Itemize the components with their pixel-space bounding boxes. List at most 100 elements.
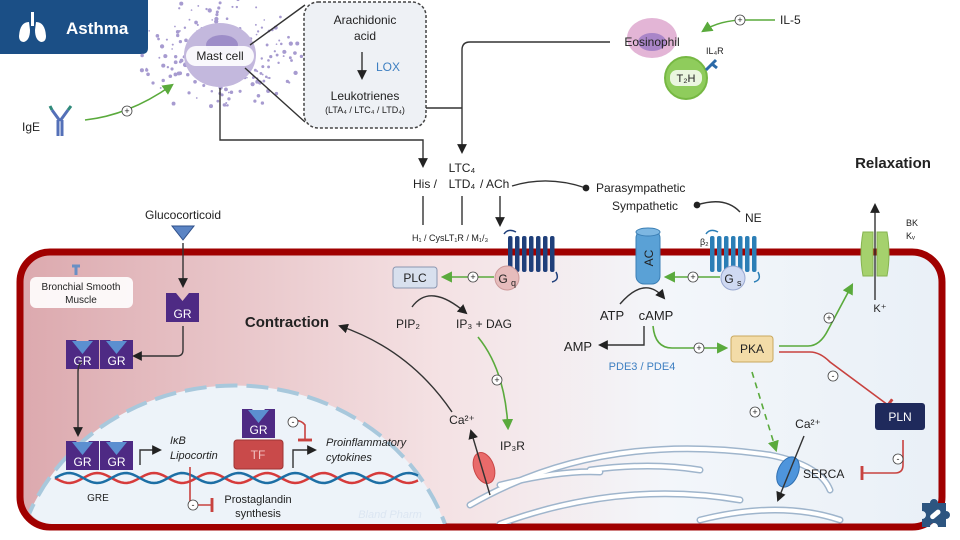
granule [269, 55, 273, 59]
granule [207, 8, 212, 13]
granule [165, 38, 168, 41]
granule [288, 81, 291, 84]
minus-sign [187, 499, 199, 511]
pka-serca-activation-arrow [751, 371, 779, 453]
proinflammatory-label: Proinflammatory [326, 437, 408, 449]
ltc4-label: LTC₄ [449, 161, 476, 175]
granule [187, 91, 191, 95]
calcium-label: Ca²⁺ [449, 413, 475, 427]
leukotriene-synthesis-box: Arachidonic acid LOX Leukotrienes (LTA₄ … [303, 1, 427, 129]
pde-label: PDE3 / PDE4 [609, 361, 676, 373]
granule [176, 33, 180, 38]
granule [157, 37, 160, 41]
granule [151, 81, 155, 85]
leukotrienes-detail: (LTA₄ / LTC₄ / LTD₄) [325, 105, 405, 115]
granule [193, 79, 197, 84]
gr-glucocorticoid-complex: GR [66, 340, 99, 369]
contraction-heading: Contraction [245, 314, 329, 331]
granule [178, 7, 181, 10]
pln-box [875, 403, 925, 430]
granule [227, 91, 230, 94]
transmembrane-helix [752, 236, 757, 272]
gre-label: GRE [87, 493, 109, 504]
granule [163, 54, 167, 58]
plc-box [392, 266, 438, 289]
gs-protein [720, 265, 746, 291]
plus-sign [121, 105, 133, 117]
granule [260, 101, 265, 105]
camp-label: cAMP [639, 308, 674, 323]
granule [263, 19, 266, 21]
granule [264, 75, 268, 79]
granule [194, 20, 198, 25]
plus-text: + [470, 272, 475, 282]
granule [279, 15, 282, 19]
granule [171, 48, 173, 50]
plus-sign [491, 374, 503, 386]
gs-subscript: s [737, 278, 742, 288]
arachidonic-label: Arachidonic [334, 13, 397, 27]
granule [265, 43, 269, 47]
granule [159, 44, 165, 49]
granule [277, 61, 280, 65]
prostaglandin-label: Prostaglandin [224, 494, 291, 506]
granule [293, 70, 298, 76]
granule [176, 71, 181, 76]
pka-box [730, 335, 774, 363]
plus-text: + [826, 313, 831, 323]
granule [145, 67, 148, 70]
calcium-release-arrow [468, 429, 491, 496]
plus-text: + [737, 15, 742, 25]
pip2-conversion-arrow [411, 295, 468, 315]
leukotriene-release-arrow [457, 41, 610, 154]
puzzle-pill-icon[interactable] [922, 499, 950, 527]
plus-text: + [690, 272, 695, 282]
ip3r-label: IP₃R [500, 439, 525, 453]
gr-label: GR [74, 455, 92, 469]
granule [253, 68, 257, 72]
granule [268, 76, 271, 80]
cytokines-label: cytokines [326, 452, 372, 464]
sympathetic-nerve [693, 201, 741, 213]
granule [253, 99, 257, 103]
granule [225, 17, 229, 20]
granule [171, 101, 176, 106]
gr-label: GR [174, 307, 192, 321]
relaxation-heading: Relaxation [855, 155, 931, 172]
granule [161, 78, 165, 83]
synthesis-label: synthesis [235, 508, 281, 520]
granule [211, 19, 214, 21]
plus-sign [823, 312, 835, 324]
granule [282, 55, 285, 58]
granule [222, 103, 227, 107]
granule [273, 50, 276, 53]
granule [218, 1, 222, 5]
gr-label: GR [108, 354, 126, 368]
gr-label: GR [250, 423, 268, 437]
gq-protein [494, 265, 520, 291]
tf-label: TF [251, 448, 266, 462]
granule [238, 89, 242, 93]
granule [229, 90, 234, 95]
dna-strand [54, 471, 419, 485]
ltd4-label: LTD₄ [449, 177, 476, 191]
parasympathetic-label: Parasympathetic [596, 181, 685, 195]
histamine-release-arrow [219, 88, 428, 168]
granule [275, 43, 278, 46]
minus-text: - [192, 500, 195, 510]
granule [214, 16, 219, 22]
granule [236, 0, 240, 2]
ip3r-channel [472, 452, 496, 484]
granule [215, 13, 219, 17]
granule [178, 40, 183, 44]
potassium-label: K⁺ [873, 303, 886, 315]
smooth-muscle-cell [16, 248, 946, 531]
granule [231, 5, 234, 8]
atp-label: ATP [600, 308, 624, 323]
camp-pka-arrow [652, 325, 729, 354]
granule [278, 39, 281, 42]
gr-glucocorticoid-complex: GR [66, 441, 99, 470]
granule [267, 77, 269, 79]
granule [170, 67, 174, 71]
beta2-receptor [705, 229, 761, 283]
